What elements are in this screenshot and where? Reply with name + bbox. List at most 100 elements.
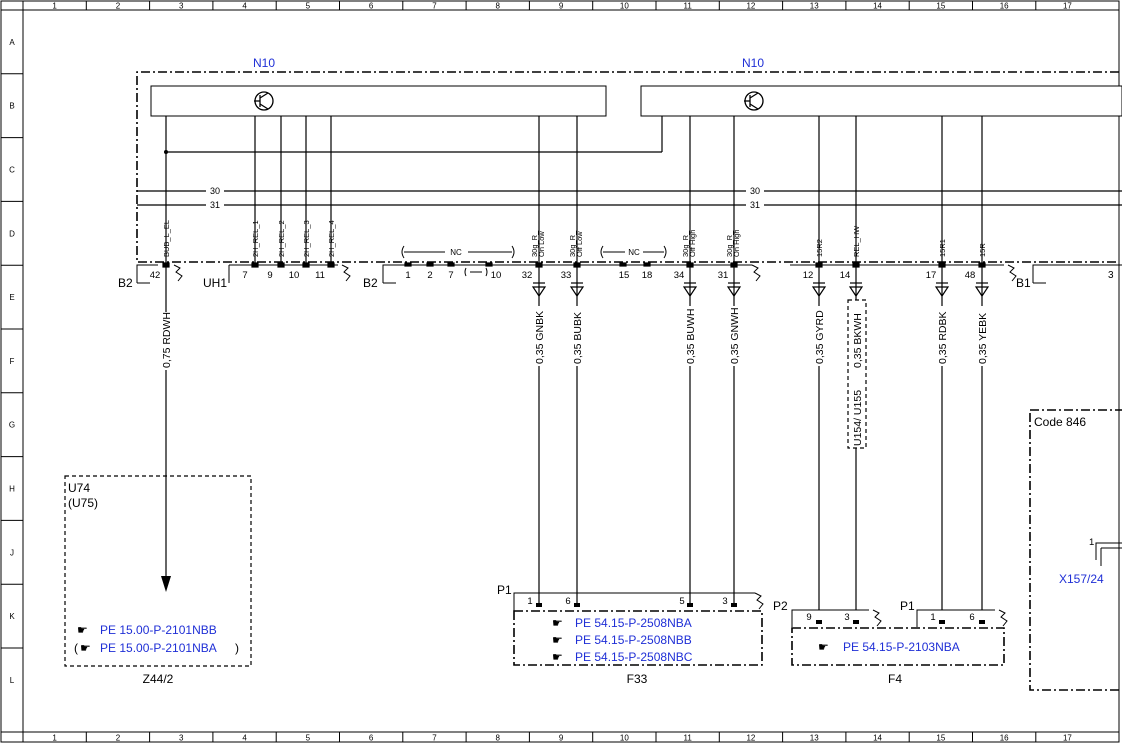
wires-f4	[818, 267, 983, 610]
ref-link-f33-2[interactable]: PE 54.15-P-2508NBB	[575, 633, 692, 647]
pin-number: 9	[806, 612, 811, 623]
pin-number: 12	[803, 270, 814, 281]
ref-link-u74-2[interactable]: PE 15.00-P-2101NBA	[100, 641, 217, 655]
pin-number: 10	[491, 270, 502, 281]
connector-b2-mid-label: B2	[363, 276, 378, 290]
pin-signal-2h-rel-1: 2H_REL_1	[251, 220, 260, 257]
connector-b1-label: B1	[1016, 276, 1031, 290]
column-label: 2	[116, 2, 121, 11]
pin-number: 48	[965, 270, 976, 281]
hand-pointer-icon: ☛	[552, 650, 563, 664]
column-label: 7	[432, 734, 437, 743]
pin-number: 10	[289, 270, 300, 281]
code846-connector	[1095, 542, 1122, 566]
pin-number: 6	[969, 612, 974, 623]
variant-box	[847, 299, 867, 449]
column-label: 15	[936, 2, 945, 11]
bus-30-label-left: 30	[210, 186, 220, 196]
pin-numbers: 42 7 9 10 11 1 2 7 10 32 33 15 18 34 31 …	[150, 270, 976, 281]
column-label: 10	[620, 734, 629, 743]
row-label: K	[9, 612, 15, 621]
code846-title: Code 846	[1034, 415, 1086, 429]
connector-b1-pin-partial: 3	[1108, 270, 1114, 281]
bus-31-label-right: 31	[750, 200, 760, 210]
connector-b2-left-label: B2	[118, 276, 133, 290]
hand-pointer-icon: ☛	[80, 641, 91, 655]
pin-signal-30g-r-on-high-2: On High	[732, 229, 741, 257]
ref-link-f33-3[interactable]: PE 54.15-P-2508NBC	[575, 650, 693, 664]
column-label: 1	[52, 734, 57, 743]
column-label: 7	[432, 2, 437, 11]
code846-box	[1029, 409, 1122, 691]
pin-number: 7	[242, 270, 247, 281]
bus-30-label-right: 30	[750, 186, 760, 196]
pin-number: 3	[722, 596, 727, 607]
transistor-icon	[744, 91, 764, 111]
wires-f33	[538, 267, 735, 603]
row-label: H	[9, 485, 15, 494]
column-label: 3	[179, 2, 184, 11]
wire-label-rdbk: 0,35 RDBK	[937, 311, 949, 364]
hand-pointer-icon: ☛	[552, 633, 563, 647]
ref-open-paren: (	[74, 641, 78, 655]
column-label: 5	[306, 734, 311, 743]
column-label: 13	[810, 734, 819, 743]
column-label: 9	[559, 734, 564, 743]
pin-number: 18	[642, 270, 653, 281]
column-label: 6	[369, 734, 374, 743]
column-label: 1	[52, 2, 57, 11]
pin-number: 1	[527, 596, 532, 607]
connector-p1-left-label: P1	[497, 583, 512, 597]
pin-signal-30g-r-on-low-2: On Low	[537, 231, 546, 257]
column-label: 15	[936, 734, 945, 743]
pin-number: 11	[315, 270, 325, 281]
column-label: 8	[496, 2, 501, 11]
n10-left-label: N10	[253, 56, 275, 70]
column-label: 14	[873, 734, 882, 743]
column-label: 10	[620, 2, 629, 11]
pin-link-symbol	[464, 267, 488, 277]
ref-link-u74-1[interactable]: PE 15.00-P-2101NBB	[100, 623, 217, 637]
wire-label-buwh: 0,35 BUWH	[685, 309, 697, 364]
u74-caption: Z44/2	[143, 672, 174, 686]
pin-number: 9	[267, 270, 272, 281]
wire-label-gnbk: 0,35 GNBK	[534, 311, 546, 364]
pin-number: 14	[840, 270, 851, 281]
transistor-icon	[254, 91, 274, 111]
pin-number: 6	[565, 596, 570, 607]
f33-caption: F33	[627, 672, 648, 686]
ref-link-f33-1[interactable]: PE 54.15-P-2508NBA	[575, 616, 692, 630]
hand-pointer-icon: ☛	[552, 616, 563, 630]
wire-label-yebk: 0,35 YEBK	[977, 313, 989, 364]
column-label: 16	[1000, 734, 1009, 743]
nc-label-left: NC	[450, 248, 462, 257]
f33-pin-numbers: 1 6 5 3	[527, 596, 727, 607]
ref-close-paren: )	[235, 641, 239, 655]
wire-label-gnwh: 0,35 GNWH	[729, 307, 741, 364]
pin-signal-2h-rel-3: 2H_REL_3	[302, 220, 311, 257]
row-label: B	[9, 102, 14, 111]
connector-p1-right-label: P1	[900, 599, 915, 613]
connector-p2-label: P2	[773, 599, 788, 613]
module-pin-leads	[165, 116, 983, 263]
column-label: 11	[683, 2, 692, 11]
pin-signal-rel-hw: REL_HW	[852, 225, 861, 257]
wire-label-gyrd: 0,35 GYRD	[814, 310, 826, 364]
pin-number: 2	[427, 270, 432, 281]
row-label: J	[10, 548, 14, 557]
bus-31-label-left: 31	[210, 200, 220, 210]
pin-number: 7	[448, 270, 453, 281]
pin-number: 15	[619, 270, 630, 281]
ref-link-f4[interactable]: PE 54.15-P-2103NBA	[843, 640, 960, 654]
pin-signal-labels: BUB_L_EL 2H_REL_1 2H_REL_2 2H_REL_3 2H_R…	[162, 220, 987, 257]
nc-bracket-left	[401, 245, 515, 259]
nc-bracket-right	[600, 245, 667, 259]
code846-label: X157/24	[1059, 572, 1104, 586]
pin-number: 17	[926, 270, 937, 281]
f4-box	[791, 627, 1005, 666]
pin-signal-30g-r-on-low: 30g_R_	[530, 230, 539, 257]
row-label: E	[9, 293, 14, 302]
